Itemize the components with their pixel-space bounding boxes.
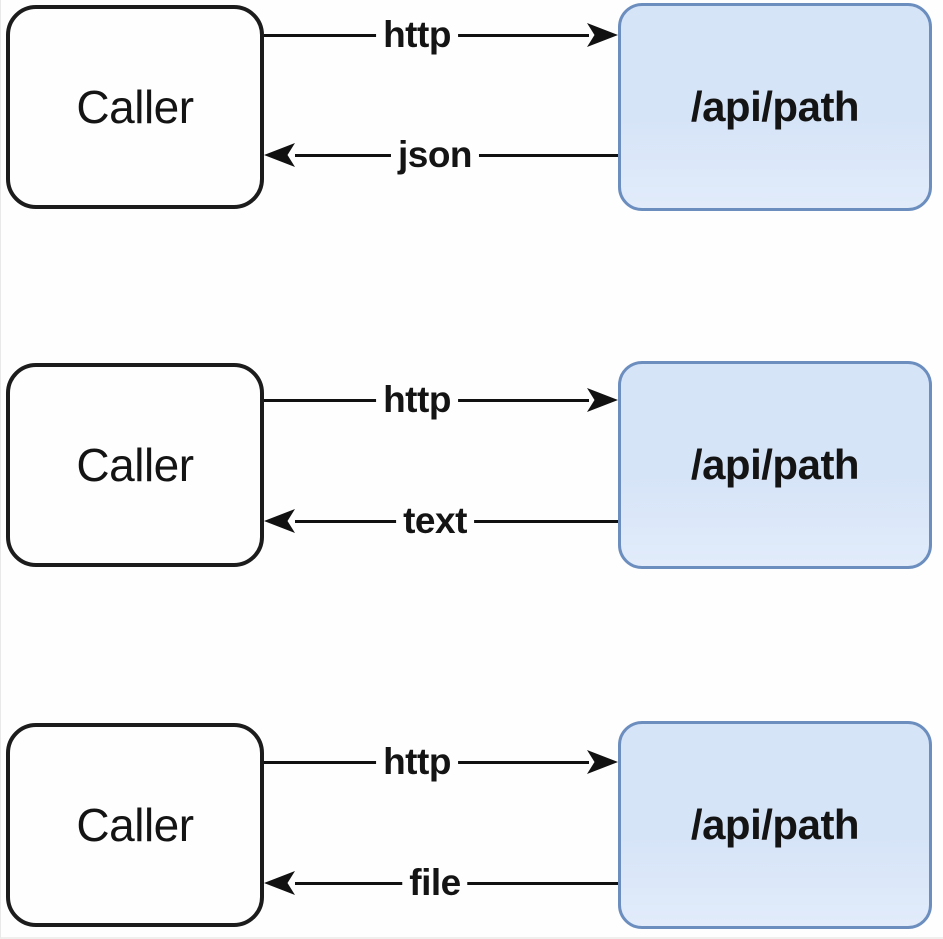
request-response-row: Caller http json /api/path [1,3,943,215]
endpoint-label: /api/path [690,801,860,848]
endpoint-node: /api/path [618,721,932,929]
request-label: http [376,741,458,783]
caller-node: Caller [6,723,264,927]
caller-label: Caller [76,439,194,491]
caller-label: Caller [76,799,194,851]
arrowhead-left-icon [264,509,295,533]
response-label: json [390,134,480,176]
caller-node: Caller [6,363,264,567]
response-label: text [396,500,474,542]
endpoint-label: /api/path [690,441,860,488]
arrowhead-right-icon [587,23,618,47]
arrowhead-left-icon [264,871,295,895]
arrowhead-left-icon [264,143,295,167]
request-response-row: Caller http file /api/path [1,721,943,933]
request-response-row: Caller http text /api/path [1,361,943,573]
arrowhead-right-icon [587,750,618,774]
request-label: http [376,379,458,421]
endpoint-label: /api/path [690,83,860,130]
caller-node: Caller [6,5,264,209]
response-label: file [402,862,468,904]
arrowhead-right-icon [587,388,618,412]
endpoint-node: /api/path [618,361,932,569]
request-label: http [376,14,458,56]
endpoint-node: /api/path [618,3,932,211]
caller-label: Caller [76,81,194,133]
